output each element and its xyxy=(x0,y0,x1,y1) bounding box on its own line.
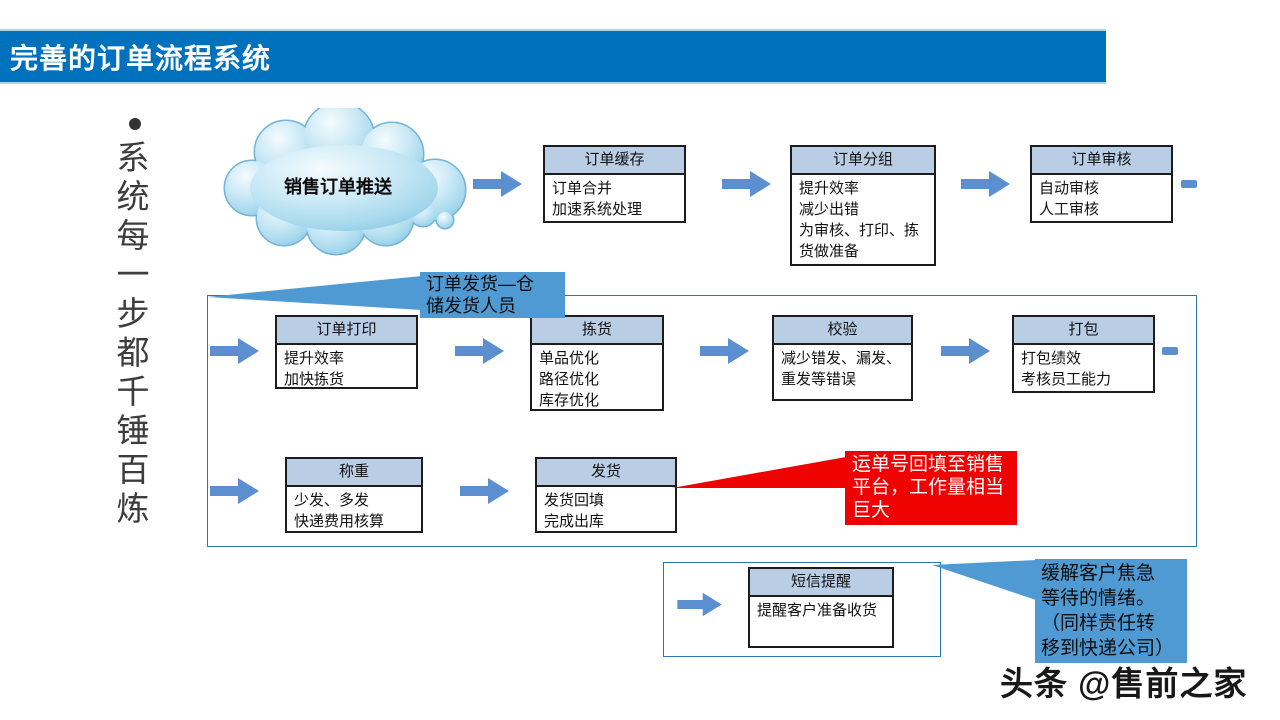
flow-box-title: 订单缓存 xyxy=(545,147,684,175)
callout-tracking-workload: 运单号回填至销售平台，工作量相当巨大 xyxy=(845,451,1017,525)
flow-box-title: 订单打印 xyxy=(277,317,416,345)
callout-pointer-icon xyxy=(672,457,846,488)
flow-box-shipping: 发货 发货回填完成出库 xyxy=(535,457,677,533)
warehouse-flow-container xyxy=(207,295,1197,547)
flow-box-picking: 拣货 单品优化路径优化库存优化 xyxy=(530,315,664,411)
flow-arrow-icon xyxy=(210,475,260,507)
bullet-icon xyxy=(129,118,141,130)
callout-warehouse-staff: 订单发货—仓储发货人员 xyxy=(420,272,565,318)
flow-box-packing: 打包 打包绩效考核员工能力 xyxy=(1012,315,1155,393)
flow-box-weighing: 称重 少发、多发快递费用核算 xyxy=(285,457,423,533)
flow-box-order-printing: 订单打印 提升效率加快拣货 xyxy=(275,315,418,389)
flow-box-title: 称重 xyxy=(287,459,421,487)
flow-arrow-icon xyxy=(941,335,991,367)
flow-box-body: 提醒客户准备收货 xyxy=(757,602,878,619)
flow-arrow-icon xyxy=(676,590,724,619)
cloud-label: 销售订单推送 xyxy=(284,177,392,197)
flow-box-title: 打包 xyxy=(1014,317,1153,345)
callout-sms-comfort: 缓解客户焦急等待的情绪。（同样责任转移到快递公司） xyxy=(1035,559,1187,663)
flow-arrow-icon xyxy=(700,335,750,367)
side-note: 系统每一步都千锤百炼 xyxy=(112,140,149,530)
flow-box-title: 发货 xyxy=(537,459,675,487)
flow-arrow-icon xyxy=(455,335,505,367)
slide-title-banner: 完善的订单流程系统 xyxy=(0,29,1106,84)
flow-box-order-grouping: 订单分组 提升效率减少出错为审核、打印、拣货做准备 xyxy=(790,145,936,266)
watermark: 头条 @售前之家 xyxy=(1000,665,1248,702)
flow-box-body: 自动审核人工审核 xyxy=(1039,180,1100,218)
flow-arrow-icon xyxy=(460,475,510,507)
flow-box-order-cache: 订单缓存 订单合并加速系统处理 xyxy=(543,145,686,223)
flow-arrow-icon xyxy=(473,168,523,200)
flow-arrow-icon xyxy=(722,168,772,200)
flow-box-body: 单品优化路径优化库存优化 xyxy=(539,350,600,409)
sms-flow-container xyxy=(663,562,941,657)
flow-box-body: 少发、多发快递费用核算 xyxy=(294,492,385,530)
flow-box-body: 提升效率减少出错为审核、打印、拣货做准备 xyxy=(799,180,920,260)
flow-box-body: 减少错发、漏发、重发等错误 xyxy=(781,350,902,388)
flow-box-body: 提升效率加快拣货 xyxy=(284,350,345,388)
flow-box-sms-reminder: 短信提醒 提醒客户准备收货 xyxy=(748,567,894,648)
flow-box-body: 订单合并加速系统处理 xyxy=(552,180,643,218)
callout-pointer-icon xyxy=(207,276,422,310)
flow-box-body: 打包绩效考核员工能力 xyxy=(1021,350,1112,388)
flow-box-title: 拣货 xyxy=(532,317,662,345)
minus-dash-icon xyxy=(1162,347,1178,355)
flow-box-verification: 校验 减少错发、漏发、重发等错误 xyxy=(772,315,913,401)
flow-box-title: 订单分组 xyxy=(792,147,934,175)
callout-pointer-icon xyxy=(932,560,1036,600)
flow-box-title: 短信提醒 xyxy=(750,569,892,597)
flow-box-body: 发货回填完成出库 xyxy=(544,492,605,530)
flow-box-title: 校验 xyxy=(774,317,911,345)
minus-dash-icon xyxy=(1181,180,1197,188)
flow-arrow-icon xyxy=(210,335,260,367)
flow-box-order-review: 订单审核 自动审核人工审核 xyxy=(1030,145,1173,223)
flow-box-title: 订单审核 xyxy=(1032,147,1171,175)
page-title: 完善的订单流程系统 xyxy=(10,42,272,74)
flow-arrow-icon xyxy=(961,168,1011,200)
